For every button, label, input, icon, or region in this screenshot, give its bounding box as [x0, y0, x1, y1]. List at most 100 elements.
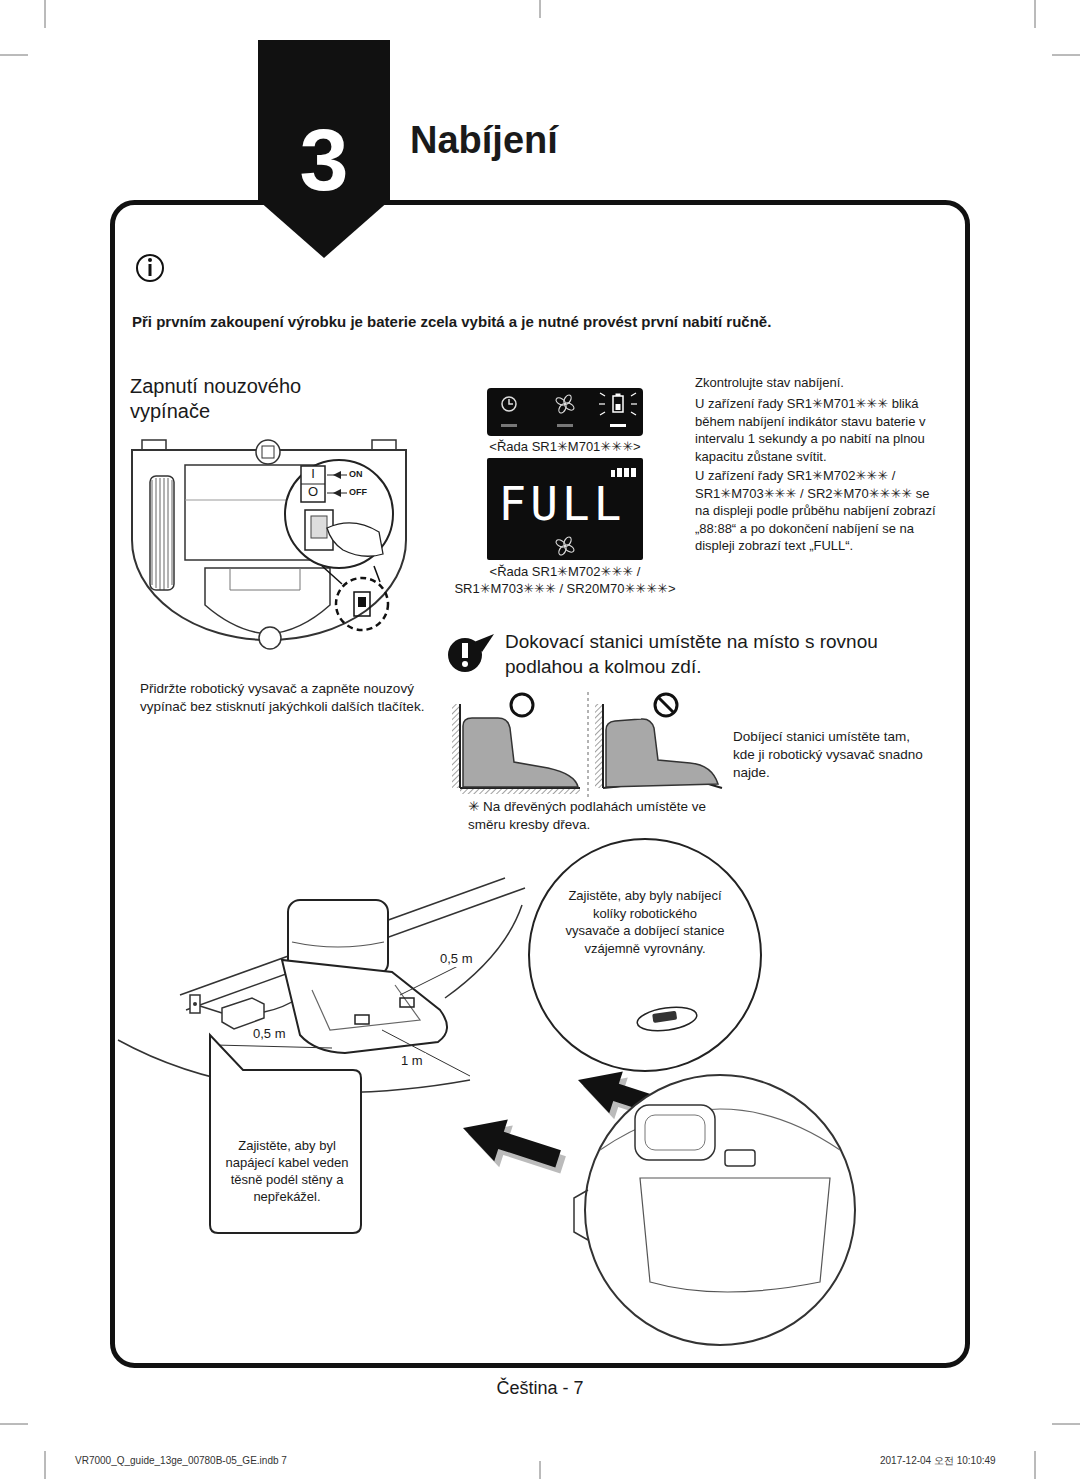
robot-bottom-view: [156, 478, 157, 588]
display-panel-shape: [631, 393, 636, 396]
robot-bottom-view: [152, 478, 172, 590]
callout-circle-shape: [636, 1004, 698, 1034]
robot-bottom-view: [336, 578, 388, 630]
robot-top-view: [574, 1075, 855, 1345]
room-scene: [118, 878, 525, 1092]
robot-bottom-view: [358, 597, 366, 607]
display-panel-shape: [631, 468, 636, 477]
display-panel-shape: [624, 468, 629, 477]
robot-top-view: [645, 1115, 705, 1150]
robot-top-view: [725, 1150, 755, 1166]
page-number: Čeština - 7: [440, 1377, 640, 1400]
callout-bubble-shape: [210, 1035, 361, 1233]
crop-marks: [0, 55, 28, 56]
display-panel-shape: [599, 403, 605, 404]
dock-placement-good: [452, 694, 580, 794]
robot-bottom-view: [256, 440, 280, 464]
status-text: U zařízení řady SR1✳M702✳✳✳ / SR1✳M703✳✳…: [695, 467, 947, 555]
display-panel-shape: [617, 468, 622, 477]
room-scene: [400, 998, 414, 1007]
switch-mark: O: [301, 485, 325, 500]
crop-marks: [1052, 55, 1080, 56]
display-panel-shape: [611, 470, 615, 477]
display-panel-shape: [555, 396, 567, 406]
display-readout: FULL: [487, 478, 637, 531]
robot-top-view: [574, 1190, 588, 1240]
room-scene: [382, 1030, 470, 1076]
dock-placement-bad: [595, 694, 722, 788]
model-caption: <Řada SR1✳M702✳✳✳ / SR1✳M703✳✳✳ / SR20M7…: [447, 564, 683, 598]
room-scene: [193, 1002, 197, 1006]
dock-placement-bad: [595, 704, 603, 788]
dock-placement-good: [463, 718, 578, 787]
timestamp: 2017-12-04 오전 10:10:49: [880, 1455, 996, 1467]
display-panel-shape: [600, 412, 605, 415]
footnote: ✳ Na dřevěných podlahách umístěte ve smě…: [468, 798, 733, 834]
callout-circle-shape: [529, 839, 761, 1071]
placement-note: Dobíjecí stanici umístěte tam, kde ji ro…: [733, 728, 928, 782]
arrows: [456, 1107, 565, 1180]
warning-icon: [448, 638, 482, 672]
display-panel-shape: [487, 388, 643, 436]
room-scene: [200, 1006, 222, 1013]
page-title: Nabíjení: [410, 118, 558, 164]
warning-icon: [462, 643, 468, 658]
robot-bottom-view: [132, 440, 406, 649]
display-panel-shape: [555, 538, 567, 548]
switch-zoom-shape: [327, 475, 347, 476]
status-text: U zařízení řady SR1✳M701✳✳✳ bliká během …: [695, 395, 947, 465]
warning-icon: [448, 634, 494, 672]
info-icon: [137, 255, 163, 281]
callout-bubble: Zajistěte, aby byl napájecí kabel veden …: [203, 1030, 363, 1235]
warning-icon: [462, 661, 468, 667]
check-heading: Zkontrolujte stav nabíjení.: [695, 374, 950, 392]
crop-marks: [45, 1451, 46, 1479]
robot-bottom-view: [374, 566, 380, 582]
crop-marks: [1035, 1451, 1036, 1479]
robot-top-view: [585, 1075, 855, 1345]
switch-label: ON: [349, 469, 363, 480]
robot-bottom-view: [172, 480, 173, 585]
dimension: 1 m: [398, 1053, 426, 1069]
dimension: 0,5 m: [250, 1026, 289, 1042]
room-scene: [282, 960, 447, 1053]
dock-placement-good: [459, 704, 461, 788]
display-panel-shape: [557, 424, 573, 427]
display-panel: <Řada SR1✳M701✳✳✳>: [487, 388, 643, 436]
room-scene: [190, 995, 200, 1013]
robot-bottom-view: [132, 450, 406, 640]
callout-text: Zajistěte, aby byl napájecí kabel veden …: [219, 1138, 355, 1206]
switch-zoom-shape: [283, 458, 395, 570]
robot-bottom-view: [185, 465, 335, 560]
robot-bottom-view: [259, 627, 281, 649]
display-panel-shape: [631, 403, 637, 404]
switch-zoom: IONOOFF: [283, 458, 395, 570]
robot-bottom-view: [262, 446, 274, 458]
switch-zoom-shape: [285, 460, 393, 568]
note-text: Při prvním zakoupení výrobku je baterie …: [132, 312, 952, 332]
model-caption: <Řada SR1✳M701✳✳✳>: [473, 439, 657, 456]
crop-marks: [1052, 1424, 1080, 1425]
info-icon: [149, 264, 152, 276]
display-panel-shape: [487, 458, 643, 560]
robot-bottom-view: [205, 568, 330, 634]
robot-bottom-view: [168, 478, 169, 588]
chapter-tab: 3: [258, 40, 390, 258]
switch-zoom-shape: [327, 523, 383, 556]
dimension: 0,5 m: [437, 951, 476, 967]
robot-top-view: [635, 1105, 715, 1160]
callout-text: Zajistěte, aby byly nabíjecí kolíky robo…: [565, 887, 725, 957]
dock-placement-bad: [655, 694, 677, 716]
warning-text: Dokovací stanici umístěte na místo s rov…: [505, 630, 935, 679]
display-panel-shape: [616, 404, 621, 410]
robot-bottom-view: [150, 476, 174, 590]
section-heading: Zapnutí nouzového vypínače: [130, 374, 360, 424]
switch-mark: I: [301, 467, 325, 482]
chapter-tab-shape: [258, 40, 390, 258]
display-panel-shape: [610, 424, 626, 427]
callout-bubble-shape: [203, 1030, 363, 1235]
robot-bottom-view: [160, 478, 161, 590]
dock-placement-good: [511, 694, 533, 716]
